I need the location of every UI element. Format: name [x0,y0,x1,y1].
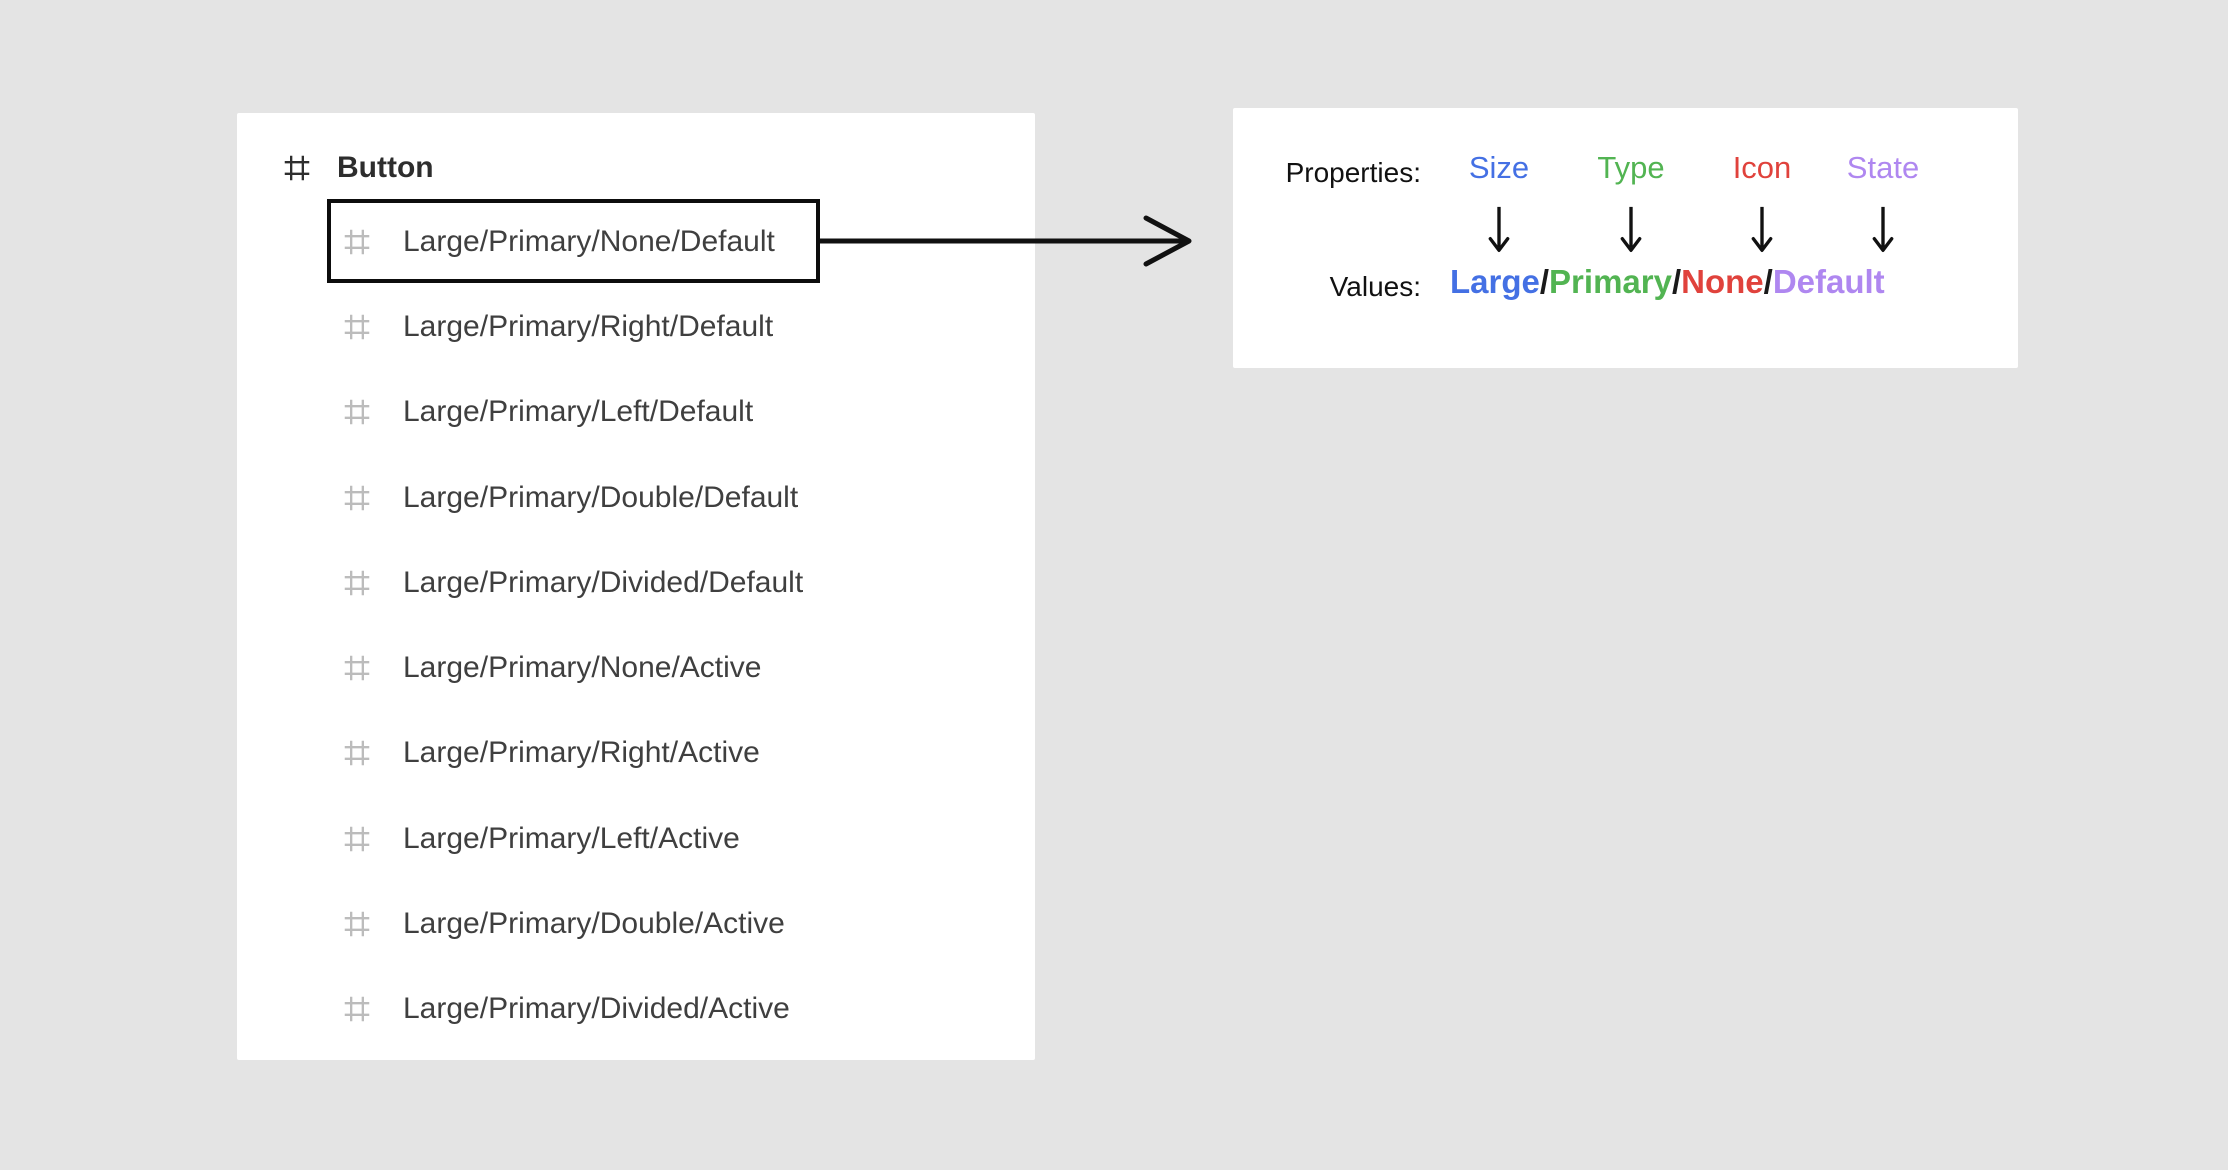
value-type: Primary [1549,263,1672,300]
property-name-size: Size [1468,150,1530,185]
frame-icon [344,741,370,766]
property-name-state: State [1846,150,1920,185]
right-arrow-icon [820,215,1192,267]
layer-label: Large/Primary/Divided/Active [403,992,790,1026]
values-label: Values: [1329,271,1421,302]
layer-label: Large/Primary/Divided/Default [403,565,804,599]
frame-icon [344,485,370,510]
layer-label: Large/Primary/None/Default [403,224,775,258]
layer-row[interactable]: Large/Primary/None/Active [327,625,947,710]
layer-list: Large/Primary/None/Default Large/Primary… [327,199,947,1052]
layer-row[interactable]: Large/Primary/None/Default [327,199,947,284]
properties-label: Properties: [1285,157,1421,188]
layer-label: Large/Primary/Double/Active [403,907,785,941]
layer-label: Large/Primary/Left/Default [403,395,754,429]
value-separator: / [1671,263,1682,300]
annotation-panel: Properties: Size Type Icon State Values:… [1233,108,2018,368]
layer-row[interactable]: Large/Primary/Divided/Active [327,967,947,1052]
frame-icon [344,997,370,1022]
layer-row[interactable]: Large/Primary/Left/Active [327,796,947,881]
layer-row[interactable]: Large/Primary/Double/Default [327,455,947,540]
layer-header-label: Button [337,151,434,184]
value-state: Default [1772,263,1885,300]
layer-row[interactable]: Large/Primary/Divided/Default [327,540,947,625]
property-name-icon: Icon [1732,150,1792,185]
layer-row[interactable]: Large/Primary/Right/Active [327,711,947,796]
frame-icon [344,570,370,596]
frame-icon [344,655,370,681]
layer-row[interactable]: Large/Primary/Right/Default [327,284,947,369]
layer-header-button[interactable]: Button [283,140,434,196]
layers-panel: Button Large/Primary/None/Default Large/… [237,113,1035,1060]
down-arrow-icon [1813,204,1953,263]
frame-icon [284,155,310,181]
values-string: Large/Primary/None/Default [1450,263,1885,301]
layer-row[interactable]: Large/Primary/Left/Default [327,370,947,455]
value-separator: / [1539,263,1550,300]
value-size: Large [1450,263,1540,300]
value-icon: None [1681,263,1764,300]
down-arrow-icon [1561,204,1701,263]
frame-icon [344,314,370,340]
layer-label: Large/Primary/Double/Default [403,480,799,514]
frame-icon [344,911,370,937]
down-arrow-icon [1692,204,1832,263]
layer-label: Large/Primary/None/Active [403,651,762,685]
property-name-type: Type [1597,150,1665,185]
frame-icon [344,229,370,254]
down-arrow-icon [1429,204,1569,263]
layer-label: Large/Primary/Right/Default [403,309,774,343]
value-separator: / [1763,263,1773,300]
frame-icon [344,399,370,425]
layer-row[interactable]: Large/Primary/Double/Active [327,881,947,966]
frame-icon [344,826,370,851]
layer-label: Large/Primary/Right/Active [403,736,760,770]
layer-label: Large/Primary/Left/Active [403,821,740,855]
